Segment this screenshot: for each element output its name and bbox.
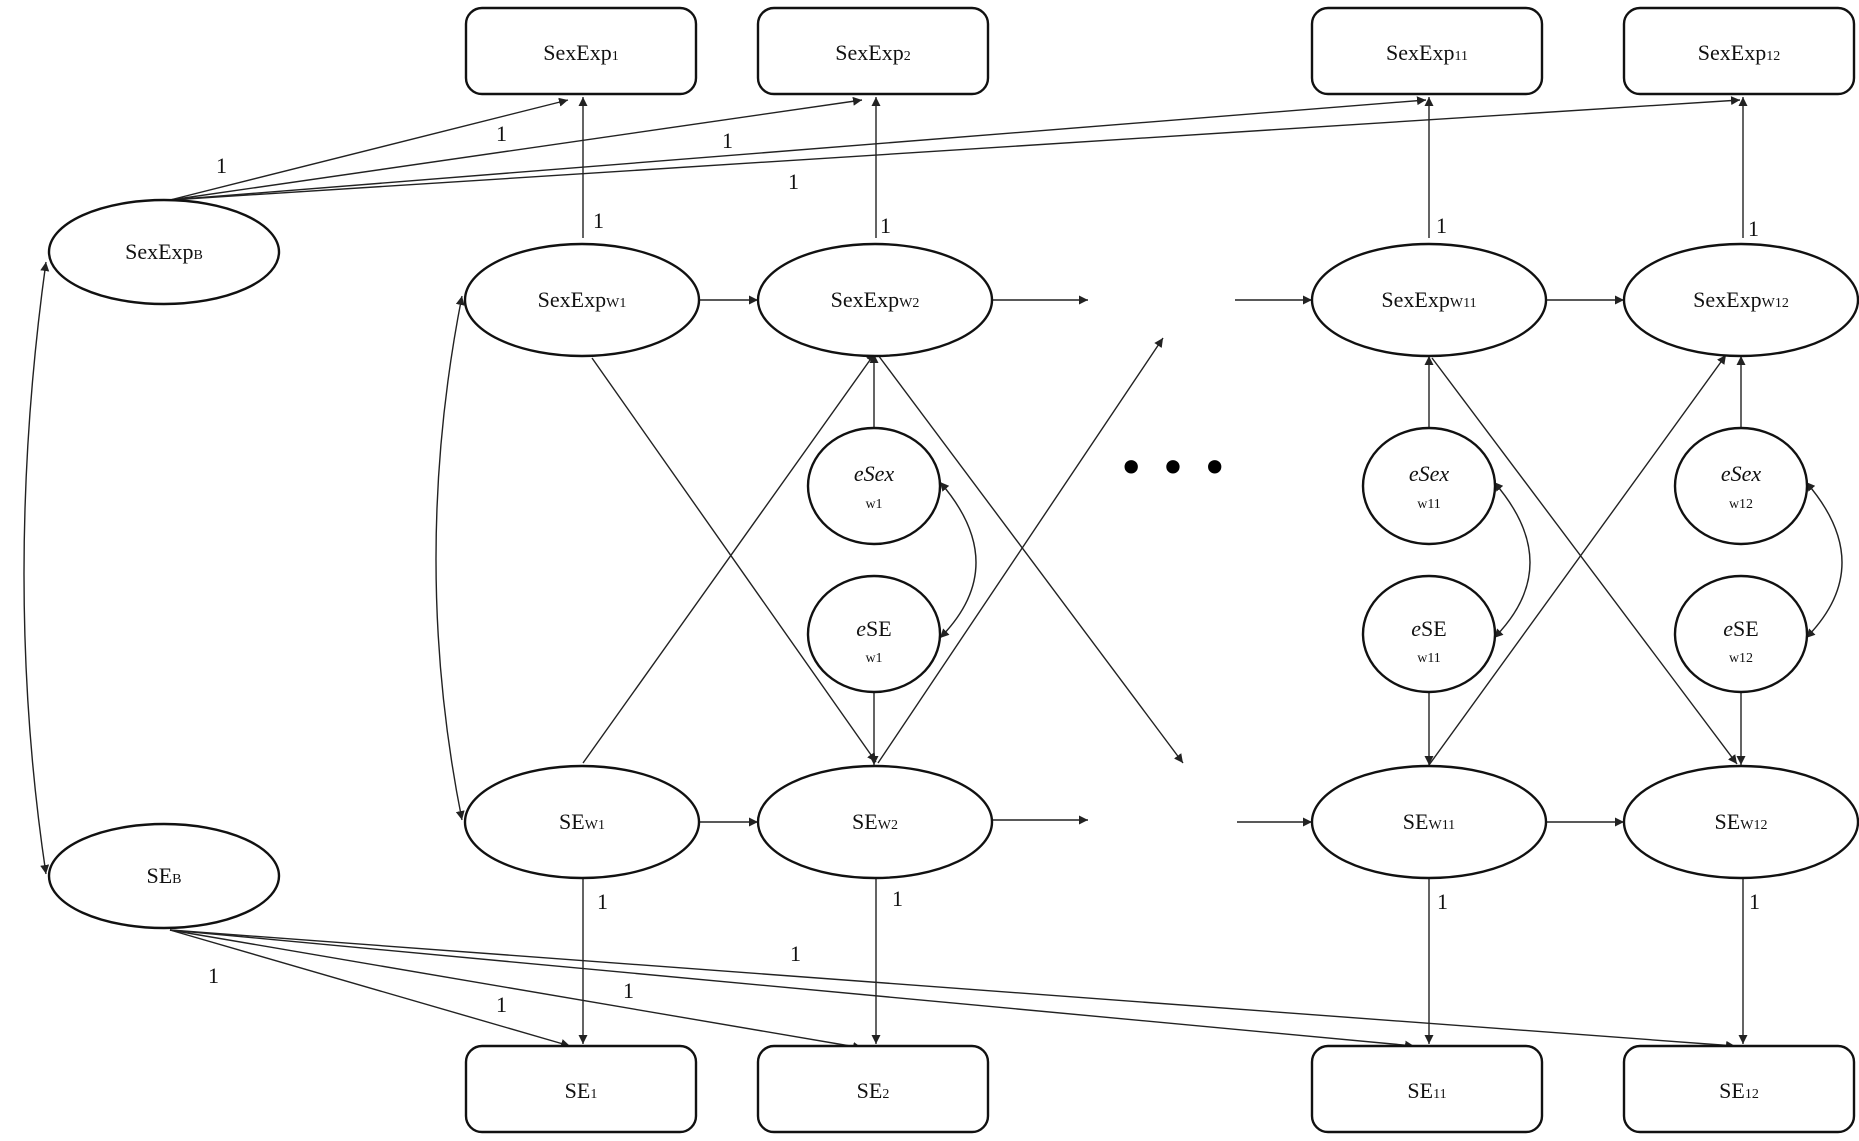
svg-text:SE11: SE11 <box>1407 1078 1446 1103</box>
label-sexb-3: 1 <box>722 128 733 153</box>
node-se-2: SE2 <box>756 1044 990 1134</box>
node-sexexp-w2: SexExpW2 <box>756 242 994 358</box>
edge-sew11-to-sexw12 <box>1428 354 1727 766</box>
svg-text:w11: w11 <box>1417 497 1441 512</box>
label-sexb-4: 1 <box>788 169 799 194</box>
node-se-12: SE12 <box>1622 1044 1856 1134</box>
label-sexw1: 1 <box>593 208 604 233</box>
label-sexw2: 1 <box>880 213 891 238</box>
svg-text:SexExp11: SexExp11 <box>1386 40 1468 65</box>
node-sexexp-w11: SexExpW11 <box>1310 242 1548 358</box>
cov-esexw12-esew12 <box>1805 481 1843 639</box>
edge-sexb-to-sexexp11 <box>169 96 1427 201</box>
cov-esexw11-esew11 <box>1493 481 1531 639</box>
edge-sexb-to-sexexp2 <box>169 96 863 201</box>
observed-sexexp-row: SexExp1 SexExp2 SexExp11 SexExp12 <box>464 6 1856 96</box>
edge-seb-to-se12 <box>169 929 1736 1050</box>
svg-text:SEB: SEB <box>146 863 181 888</box>
residual-nodes: eSex w1 eSE w1 eSex w11 eSE w11 eSex w12… <box>806 426 1809 694</box>
label-sew12: 1 <box>1749 889 1760 914</box>
node-se-w12: SEW12 <box>1622 764 1859 880</box>
svg-text:SEW1: SEW1 <box>559 809 605 834</box>
svg-text:w1: w1 <box>865 497 882 512</box>
svg-text:SexExp12: SexExp12 <box>1698 40 1780 65</box>
svg-text:SexExpW1: SexExpW1 <box>538 287 627 312</box>
between-latents: SexExpB SEB <box>47 198 281 930</box>
svg-text:SexExp2: SexExp2 <box>835 40 910 65</box>
node-esex-w1: eSex w1 <box>806 426 942 546</box>
edge-sexw1-to-sew2 <box>591 357 877 763</box>
node-se-w11: SEW11 <box>1310 764 1548 880</box>
node-sexexp-12: SexExp12 <box>1622 6 1856 96</box>
svg-text:SEW2: SEW2 <box>852 809 898 834</box>
svg-text:eSex: eSex <box>1721 461 1762 486</box>
cov-sexw1-sew1 <box>435 295 465 821</box>
within-se-latents: SEW1 SEW2 SEW11 SEW12 <box>463 764 1859 880</box>
ellipsis-gap: • • • <box>1118 441 1229 495</box>
cov-esexw1-esew1 <box>939 481 977 639</box>
svg-text:SE2: SE2 <box>857 1078 890 1103</box>
label-sew11: 1 <box>1437 889 1448 914</box>
svg-text:SEW11: SEW11 <box>1403 809 1455 834</box>
node-se-11: SE11 <box>1310 1044 1544 1134</box>
svg-text:eSE: eSE <box>856 616 891 641</box>
label-seb-4: 1 <box>790 941 801 966</box>
node-se-w2: SEW2 <box>756 764 994 880</box>
within-sexexp-latents: SexExpW1 SexExpW2 SexExpW11 SexExpW12 <box>463 242 1859 358</box>
label-seb-2: 1 <box>496 992 507 1017</box>
edge-seb-to-se11 <box>169 929 1415 1050</box>
label-sexb-2: 1 <box>496 121 507 146</box>
edge-sexw2-to-gap-down <box>877 354 1184 764</box>
svg-text:eSE: eSE <box>1723 616 1758 641</box>
label-seb-3: 1 <box>623 978 634 1003</box>
svg-text:w1: w1 <box>865 651 882 666</box>
label-sew1: 1 <box>597 889 608 914</box>
node-sexexp-w12: SexExpW12 <box>1622 242 1859 358</box>
node-se-w1: SEW1 <box>463 764 701 880</box>
svg-text:SexExpW11: SexExpW11 <box>1381 287 1476 312</box>
edge-seb-to-se2 <box>169 929 863 1051</box>
edge-seb-to-se1 <box>169 929 571 1048</box>
edge-sew2-to-gap-up <box>877 337 1164 764</box>
node-esex-w11: eSex w11 <box>1361 426 1497 546</box>
svg-text:SE12: SE12 <box>1719 1078 1759 1103</box>
svg-text:SexExp1: SexExp1 <box>543 40 618 65</box>
cov-sexb-seb <box>23 261 50 875</box>
svg-text:eSex: eSex <box>854 461 895 486</box>
node-ese-w12: eSE w12 <box>1673 574 1809 694</box>
node-se-1: SE1 <box>464 1044 698 1134</box>
loading-labels: 1 1 1 1 1 1 1 1 1 1 1 1 1 1 1 1 <box>208 121 1760 1017</box>
label-sexw11: 1 <box>1436 213 1447 238</box>
svg-text:SE1: SE1 <box>565 1078 598 1103</box>
svg-text:w11: w11 <box>1417 651 1441 666</box>
edge-sexb-to-sexexp1 <box>169 97 569 201</box>
observed-se-row: SE1 SE2 SE11 SE12 <box>464 1044 1856 1134</box>
edge-sew1-to-sexw2 <box>582 352 876 764</box>
node-sexexp-w1: SexExpW1 <box>463 242 701 358</box>
node-se-b: SEB <box>47 822 281 930</box>
svg-text:w12: w12 <box>1729 651 1753 666</box>
edges <box>23 96 1843 1051</box>
node-ese-w1: eSE w1 <box>806 574 942 694</box>
label-sexw12: 1 <box>1748 216 1759 241</box>
node-esex-w12: eSex w12 <box>1673 426 1809 546</box>
svg-text:eSex: eSex <box>1409 461 1450 486</box>
node-sexexp-2: SexExp2 <box>756 6 990 96</box>
node-sexexp-b: SexExpB <box>47 198 281 306</box>
svg-text:SexExpW2: SexExpW2 <box>831 287 920 312</box>
edge-sexb-to-sexexp12 <box>169 96 1741 201</box>
edge-sexw11-to-sew12 <box>1431 357 1738 765</box>
node-sexexp-1: SexExp1 <box>464 6 698 96</box>
label-sew2: 1 <box>892 886 903 911</box>
node-sexexp-11: SexExp11 <box>1310 6 1544 96</box>
node-ese-w11: eSE w11 <box>1361 574 1497 694</box>
svg-text:SexExpB: SexExpB <box>125 239 203 264</box>
svg-text:SexExpW12: SexExpW12 <box>1693 287 1789 312</box>
svg-text:eSE: eSE <box>1411 616 1446 641</box>
svg-text:w12: w12 <box>1729 497 1753 512</box>
label-sexb-1: 1 <box>216 153 227 178</box>
label-seb-1: 1 <box>208 963 219 988</box>
svg-text:SEW12: SEW12 <box>1715 809 1768 834</box>
